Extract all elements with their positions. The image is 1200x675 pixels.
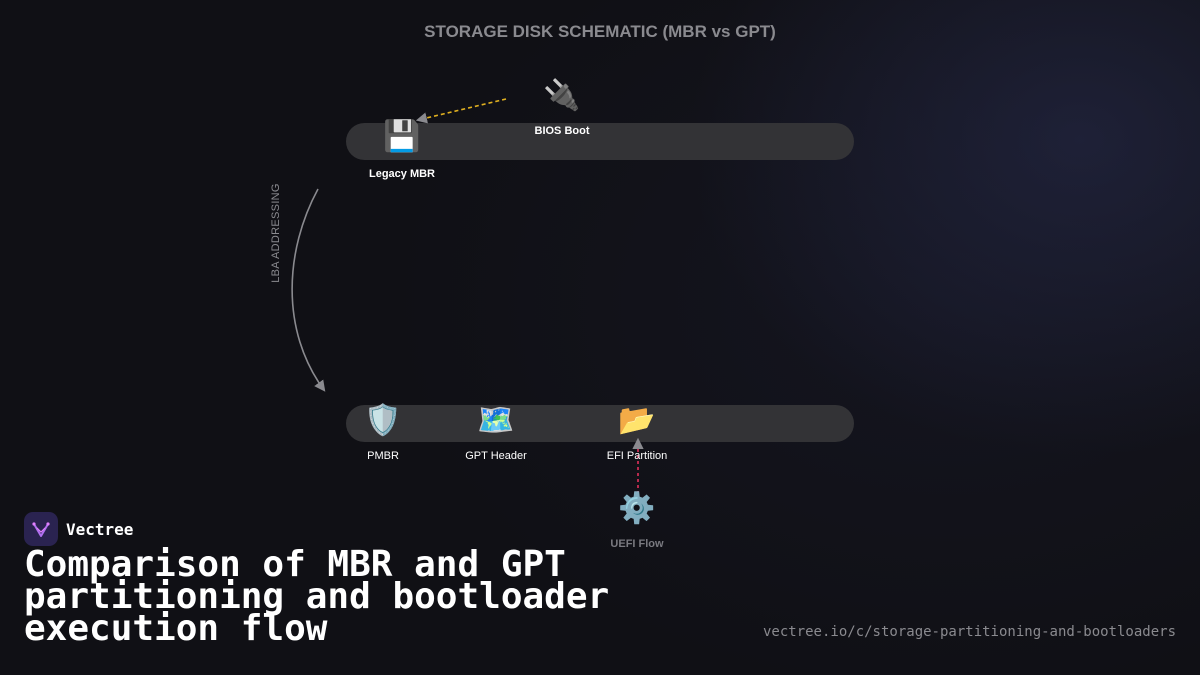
shield-icon: 🛡️ — [364, 404, 402, 437]
uefi-flow-label: UEFI Flow — [610, 538, 664, 550]
bios-to-mbr-connector — [415, 98, 507, 124]
page-headline: Comparison of MBR and GPT partitioning a… — [24, 544, 610, 649]
vectree-logo-icon — [24, 512, 58, 546]
gpt-disk-bar — [346, 405, 854, 442]
map-icon: 🗺️ — [477, 404, 515, 437]
pmbr-node: 🛡️ PMBR — [364, 404, 401, 462]
brand: Vectree — [24, 512, 133, 546]
bios-boot-label: BIOS Boot — [534, 125, 590, 137]
efi-partition-label: EFI Partition — [606, 450, 668, 462]
brand-name: Vectree — [66, 519, 134, 539]
uefi-flow-node: ⚙️ UEFI Flow — [610, 492, 663, 550]
gpt-header-node: 🗺️ GPT Header — [465, 404, 527, 462]
electric-plug-icon: 🔌 — [543, 79, 581, 112]
diagram-title: STORAGE DISK SCHEMATIC (MBR vs GPT) — [424, 22, 776, 41]
efi-partition-node: 📂 EFI Partition — [607, 404, 668, 462]
mbr-disk-bar — [346, 123, 854, 160]
gpt-header-label: GPT Header — [465, 450, 527, 462]
pmbr-label: PMBR — [367, 450, 399, 462]
source-url: vectree.io/c/storage-partitioning-and-bo… — [762, 624, 1176, 640]
legacy-mbr-label: Legacy MBR — [368, 168, 436, 180]
lba-addressing-arrow — [291, 188, 326, 392]
lba-addressing-label: LBA ADDRESSING — [270, 183, 282, 283]
open-folder-icon: 📂 — [618, 404, 656, 437]
floppy-disk-icon: 💾 — [383, 120, 421, 153]
bios-boot-node: 🔌 BIOS Boot — [535, 79, 590, 137]
gear-icon: ⚙️ — [618, 492, 656, 525]
legacy-mbr-node: 💾 Legacy MBR — [369, 120, 435, 180]
